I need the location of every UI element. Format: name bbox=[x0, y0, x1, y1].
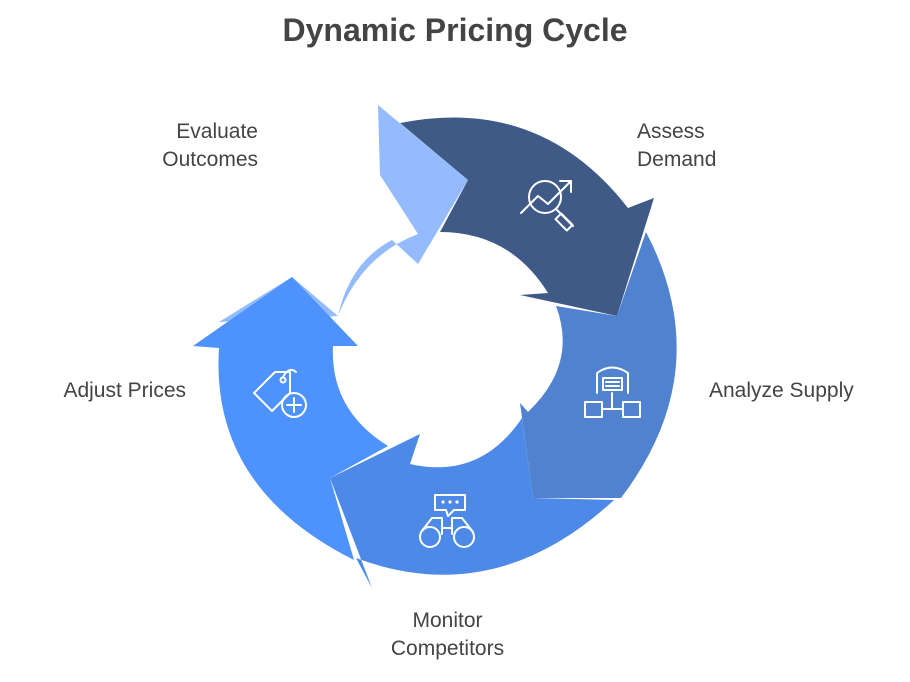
step-label-line: Monitor bbox=[412, 609, 483, 632]
step-label-line: Demand bbox=[637, 148, 717, 171]
segment-evaluate bbox=[219, 105, 468, 322]
step-label-line: Competitors bbox=[390, 637, 505, 660]
step-label-line: Analyze Supply bbox=[709, 379, 854, 402]
step-label-evaluate: Evaluate Outcomes bbox=[110, 118, 258, 174]
step-label-adjust: Adjust Prices bbox=[20, 377, 186, 405]
step-label-monitor: Monitor Competitors bbox=[355, 607, 540, 663]
step-label-line: Adjust Prices bbox=[63, 379, 186, 402]
segment-assess bbox=[400, 117, 654, 316]
bar-chart-people-icon bbox=[318, 176, 375, 232]
step-label-analyze: Analyze Supply bbox=[709, 377, 899, 405]
segment-analyze bbox=[520, 232, 677, 498]
segment-monitor bbox=[330, 418, 614, 588]
price-tag-plus-icon bbox=[253, 368, 307, 418]
step-label-line: Assess bbox=[637, 120, 705, 143]
trend-magnifier-icon bbox=[520, 180, 574, 232]
step-label-line: Outcomes bbox=[162, 148, 258, 171]
step-label-assess: Assess Demand bbox=[637, 118, 797, 174]
diagram-title: Dynamic Pricing Cycle bbox=[282, 12, 628, 48]
warehouse-network-icon bbox=[584, 366, 641, 418]
binoculars-chat-icon bbox=[419, 494, 475, 548]
step-label-line: Evaluate bbox=[176, 120, 258, 143]
segment-adjust bbox=[193, 277, 388, 560]
